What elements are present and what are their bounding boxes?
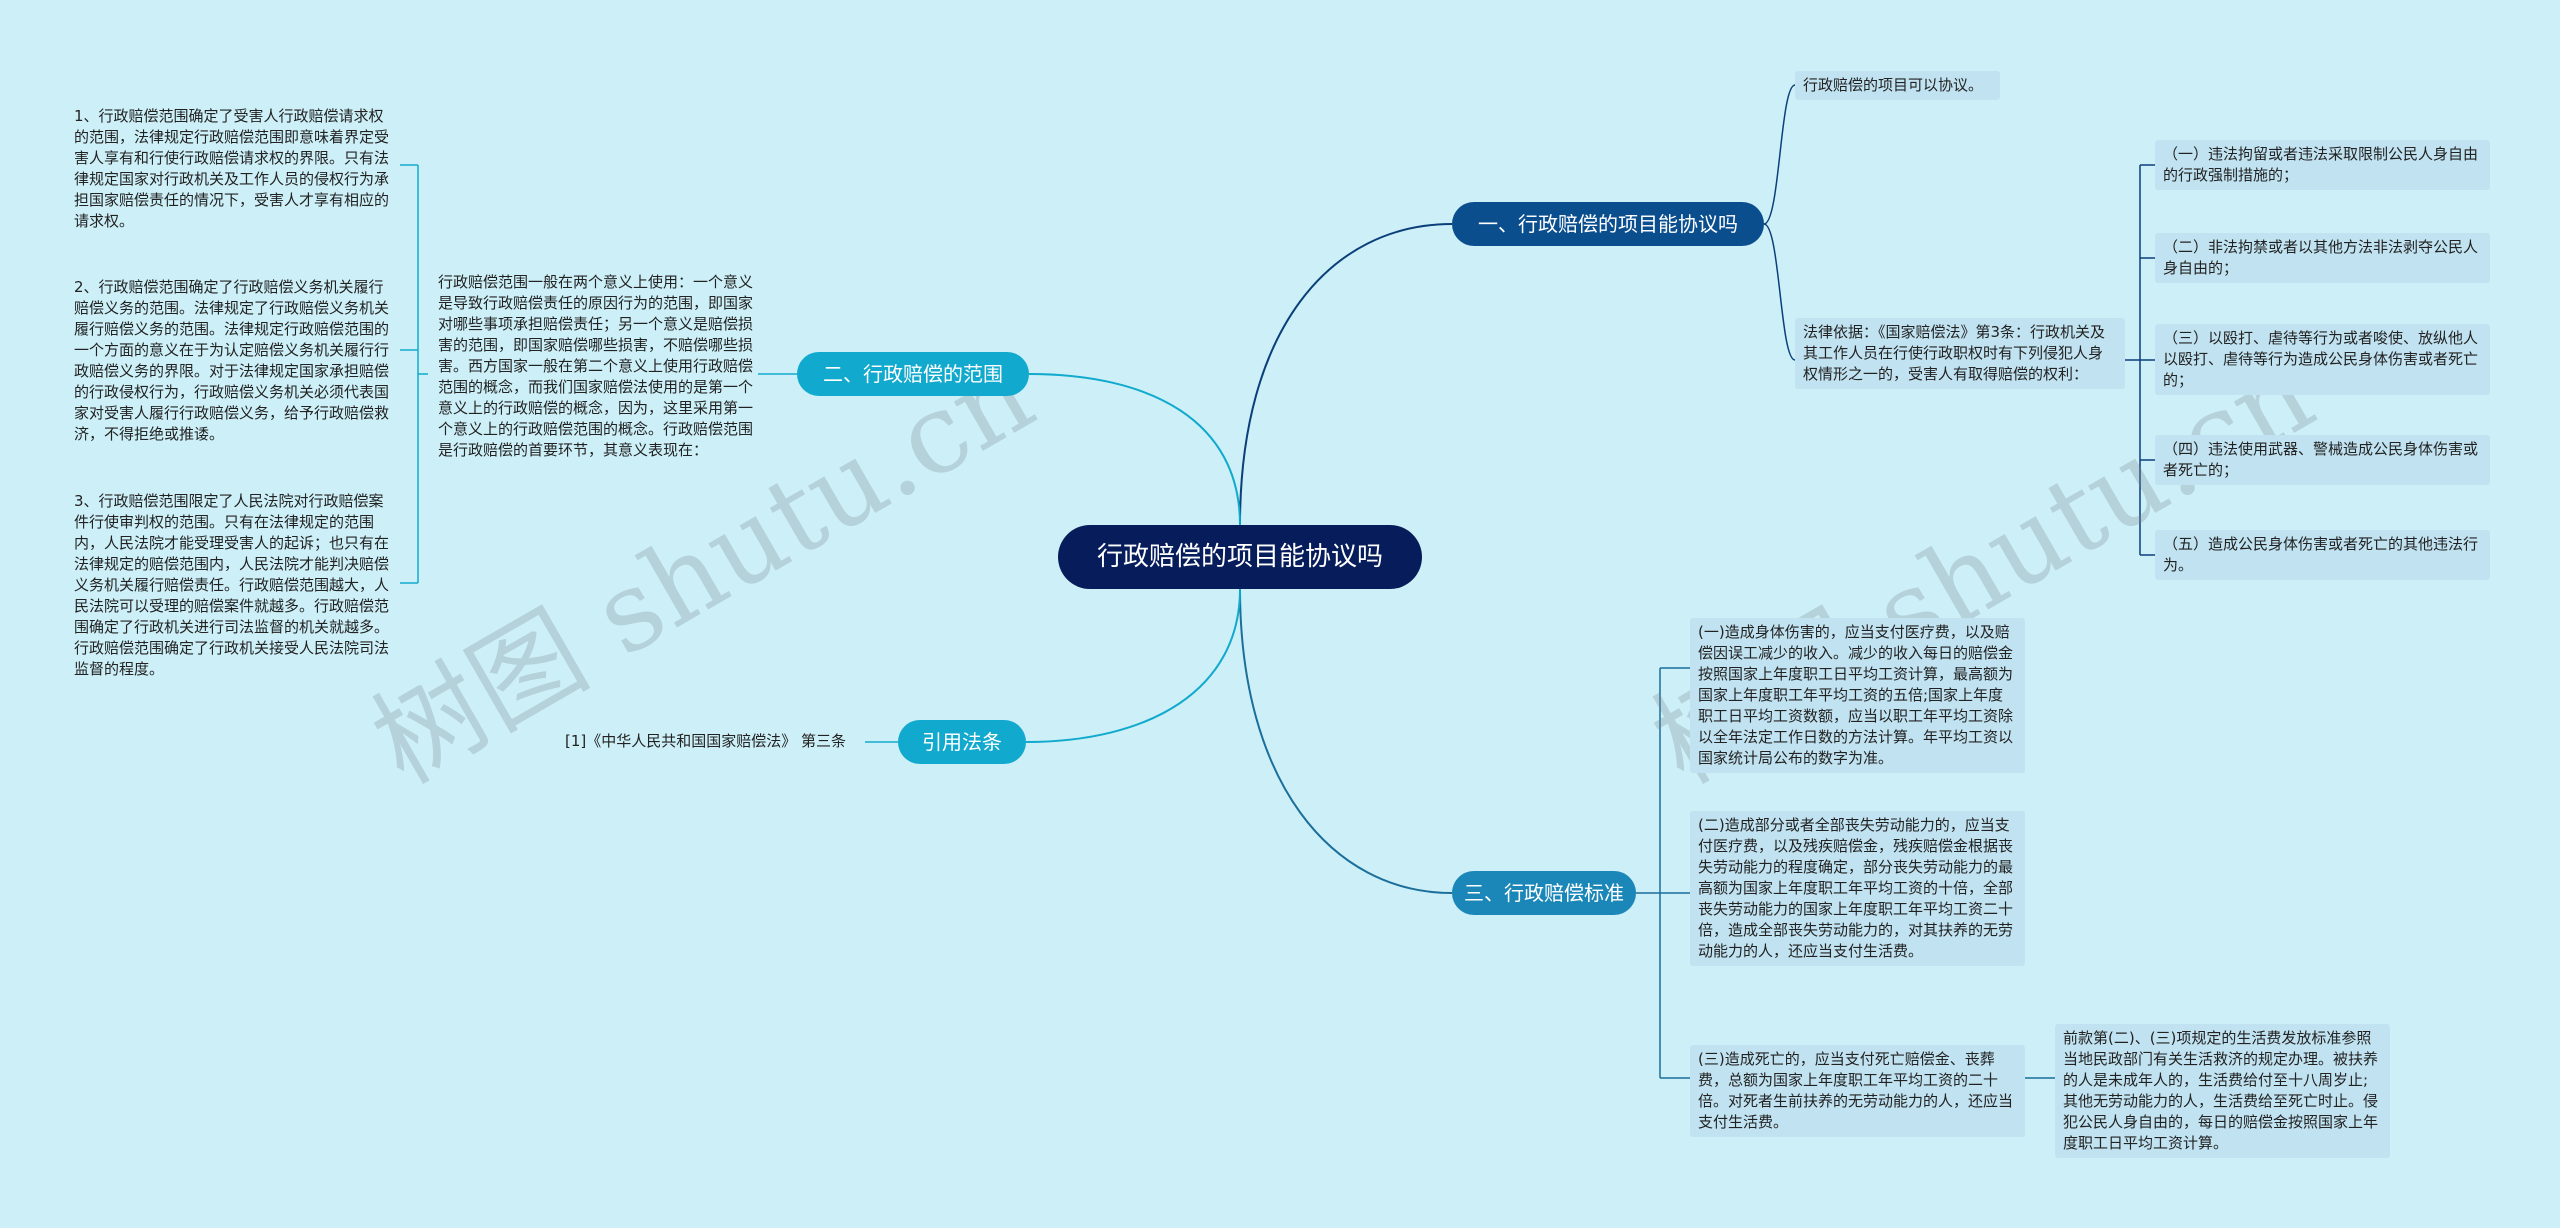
branch-compensation-scope[interactable]: 二、行政赔偿的范围 xyxy=(797,352,1029,396)
b2-item[interactable]: 3、行政赔偿范围限定了人民法院对行政赔偿案件行使审判权的范围。只有在法律规定的范… xyxy=(74,492,390,678)
b1-item[interactable]: （三）以殴打、虐待等行为或者唆使、放纵他人以殴打、虐待等行为造成公民身体伤害或者… xyxy=(2155,324,2490,395)
b3-item[interactable]: (二)造成部分或者全部丧失劳动能力的，应当支付医疗费，以及残疾赔偿金，残疾赔偿金… xyxy=(1690,811,2025,966)
root-topic[interactable]: 行政赔偿的项目能协议吗 xyxy=(1058,525,1422,589)
b3-sub-note[interactable]: 前款第(二)、(三)项规定的生活费发放标准参照当地民政部门有关生活救济的规定办理… xyxy=(2055,1024,2390,1158)
branch-compensation-standard[interactable]: 三、行政赔偿标准 xyxy=(1452,871,1636,915)
b3-item[interactable]: (一)造成身体伤害的，应当支付医疗费，以及赔偿因误工减少的收入。减少的收入每日的… xyxy=(1690,618,2025,773)
link-root-b3 xyxy=(1239,588,1453,894)
link-root-b4 xyxy=(1025,588,1241,743)
b2-item[interactable]: 2、行政赔偿范围确定了行政赔偿义务机关履行赔偿义务的范围。法律规定了行政赔偿义务… xyxy=(74,278,390,443)
b3-item[interactable]: (三)造成死亡的，应当支付死亡赔偿金、丧葬费，总额为国家上年度职工年平均工资的二… xyxy=(1690,1045,2025,1137)
b2-item[interactable]: 1、行政赔偿范围确定了受害人行政赔偿请求权的范围，法律规定行政赔偿范围即意味着界… xyxy=(74,107,390,230)
b1-note[interactable]: 行政赔偿的项目可以协议。 xyxy=(1795,71,2000,100)
branch-cited-law[interactable]: 引用法条 xyxy=(898,720,1026,764)
link-b1-note xyxy=(1763,84,1796,225)
link-b1-law xyxy=(1763,223,1796,361)
b1-item[interactable]: （四）违法使用武器、警械造成公民身体伤害或者死亡的； xyxy=(2155,435,2490,485)
b4-reference[interactable]: [1]《中华人民共和国国家赔偿法》 第三条 xyxy=(565,732,847,750)
branch-project-negotiable[interactable]: 一、行政赔偿的项目能协议吗 xyxy=(1452,202,1764,246)
b2-intro[interactable]: 行政赔偿范围一般在两个意义上使用：一个意义是导致行政赔偿责任的原因行为的范围，即… xyxy=(438,273,754,459)
b1-item[interactable]: （二）非法拘禁或者以其他方法非法剥夺公民人身自由的； xyxy=(2155,233,2490,283)
bracket-b1-items xyxy=(2125,164,2155,556)
b1-item[interactable]: （一）违法拘留或者违法采取限制公民人身自由的行政强制措施的； xyxy=(2155,140,2490,190)
link-root-b2 xyxy=(1028,373,1241,526)
link-root-b1 xyxy=(1239,223,1453,526)
bracket-b3-items xyxy=(1636,667,1690,1079)
b1-item[interactable]: （五）造成公民身体伤害或者死亡的其他违法行为。 xyxy=(2155,530,2490,580)
bracket-b2-items xyxy=(400,164,428,584)
b1-law-basis[interactable]: 法律依据：《国家赔偿法》第3条：行政机关及其工作人员在行使行政职权时有下列侵犯人… xyxy=(1795,318,2125,389)
